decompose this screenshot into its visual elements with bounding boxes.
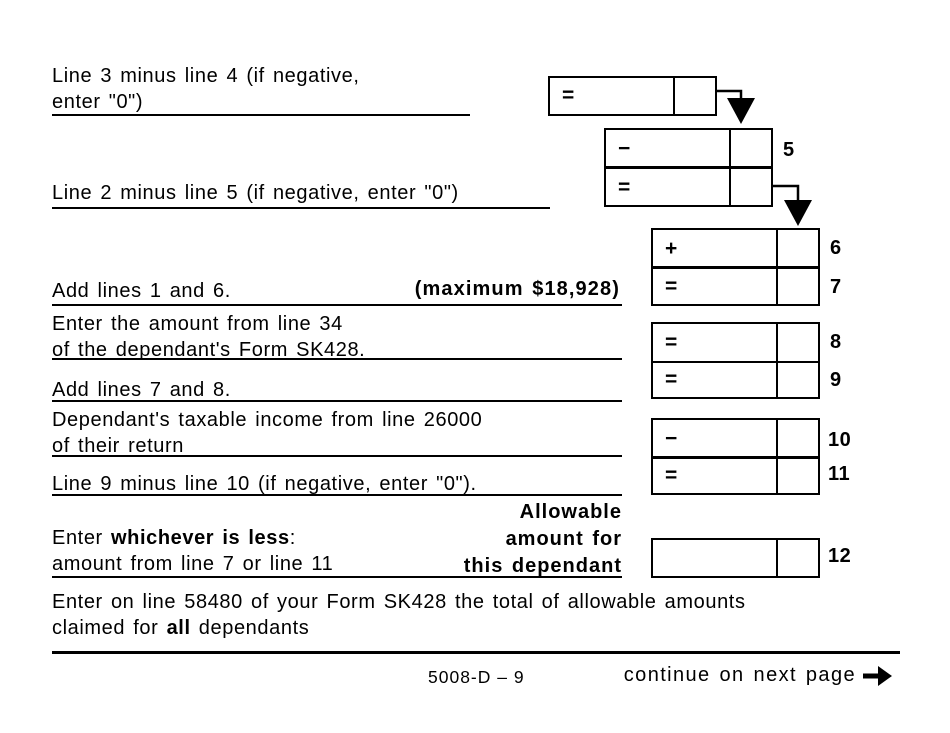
line-number-9: 9 <box>830 369 842 391</box>
amount-box-lines6-7[interactable]: + = <box>651 228 820 306</box>
underline-line3-row <box>52 114 470 116</box>
row-whichever-less-bold: whichever is less <box>110 527 290 549</box>
line-number-12: 12 <box>828 545 852 567</box>
underline-add-1-6-row <box>52 304 622 306</box>
row-dependant-income-line1: Dependant's taxable income from line 260… <box>52 409 483 431</box>
continue-note: continue on next page <box>624 664 893 687</box>
row-enter-58480-line2-post: dependants <box>190 617 310 639</box>
equals-operator: = <box>665 464 678 487</box>
row-enter-line34: Enter the amount from line 34 of the depe… <box>52 311 365 363</box>
underline-line9-row <box>52 494 622 496</box>
row-separator <box>653 361 818 363</box>
amount-box-lines8-9[interactable]: = = <box>651 322 820 399</box>
underline-add-7-8-row <box>52 400 622 402</box>
continue-arrow-icon <box>863 665 892 686</box>
underline-whichever-row <box>52 576 622 578</box>
equals-operator: = <box>618 176 631 199</box>
underline-dependant-income-row <box>52 455 622 457</box>
row-separator <box>606 166 771 169</box>
allowable-label-line3: this dependant <box>463 555 622 577</box>
row-whichever-less-line2: amount from line 7 or line 11 <box>52 553 334 575</box>
equals-operator: = <box>665 275 678 298</box>
plus-operator: + <box>665 237 678 260</box>
minus-operator: − <box>618 137 631 160</box>
row-line3-minus-line4-line1: Line 3 minus line 4 (if negative, <box>52 65 360 87</box>
allowable-label-line2: amount for <box>505 528 622 550</box>
row-line3-minus-line4-line2: enter "0") <box>52 91 144 113</box>
footer-rule <box>52 651 900 654</box>
row-line3-minus-line4: Line 3 minus line 4 (if negative, enter "… <box>52 63 360 115</box>
line-number-11: 11 <box>828 463 851 485</box>
row-enter-58480-line2-bold: all <box>166 617 191 639</box>
minus-operator: − <box>665 427 678 450</box>
cents-divider <box>776 324 778 397</box>
row-whichever-less: Enter whichever is less: amount from line… <box>52 525 333 577</box>
flow-down-arrow-icon <box>717 89 755 124</box>
underline-line34-row <box>52 358 622 360</box>
amount-box-result-top[interactable]: = <box>548 76 717 116</box>
row-add-lines-1-6: Add lines 1 and 6. <box>52 280 231 302</box>
row-separator <box>653 456 818 459</box>
row-enter-58480-line1: Enter on line 58480 of your Form SK428 t… <box>52 591 746 613</box>
form-code: 5008-D – 9 <box>428 667 525 687</box>
allowable-amount-label: Allowable amount for this dependant <box>464 499 622 580</box>
cents-divider <box>673 78 675 114</box>
underline-line2-row <box>52 207 550 209</box>
continue-text: continue on next page <box>623 664 856 686</box>
line-number-10: 10 <box>828 429 852 451</box>
line-number-8: 8 <box>830 331 842 353</box>
line-number-7: 7 <box>830 276 842 298</box>
line-number-5: 5 <box>783 139 795 161</box>
row-enter-line34-line1: Enter the amount from line 34 <box>52 313 343 335</box>
row-enter-line34-line2: of the dependant's Form SK428. <box>52 339 366 361</box>
row-separator <box>653 266 818 269</box>
row-dependant-income-line2: of their return <box>52 435 184 457</box>
line-number-6: 6 <box>830 237 842 259</box>
row-whichever-less-pre: Enter <box>52 527 111 549</box>
maximum-amount-label: (maximum $18,928) <box>414 278 620 300</box>
row-whichever-less-post: : <box>289 527 296 549</box>
equals-operator: = <box>562 84 575 107</box>
row-add-lines-7-8: Add lines 7 and 8. <box>52 379 231 401</box>
equals-operator: = <box>665 331 678 354</box>
row-line9-minus-line10: Line 9 minus line 10 (if negative, enter… <box>52 473 477 495</box>
amount-box-lines10-11[interactable]: − = <box>651 418 820 495</box>
amount-box-line5[interactable]: − = <box>604 128 773 207</box>
row-line2-minus-line5: Line 2 minus line 5 (if negative, enter … <box>52 182 459 204</box>
equals-operator: = <box>665 368 678 391</box>
amount-box-line12[interactable] <box>651 538 820 578</box>
cents-divider <box>776 540 778 576</box>
row-enter-58480-line2-pre: claimed for <box>52 617 167 639</box>
row-dependant-income: Dependant's taxable income from line 260… <box>52 407 482 459</box>
row-enter-58480: Enter on line 58480 of your Form SK428 t… <box>52 589 746 641</box>
allowable-label-line1: Allowable <box>519 501 622 523</box>
flow-down-arrow-icon <box>773 184 812 226</box>
